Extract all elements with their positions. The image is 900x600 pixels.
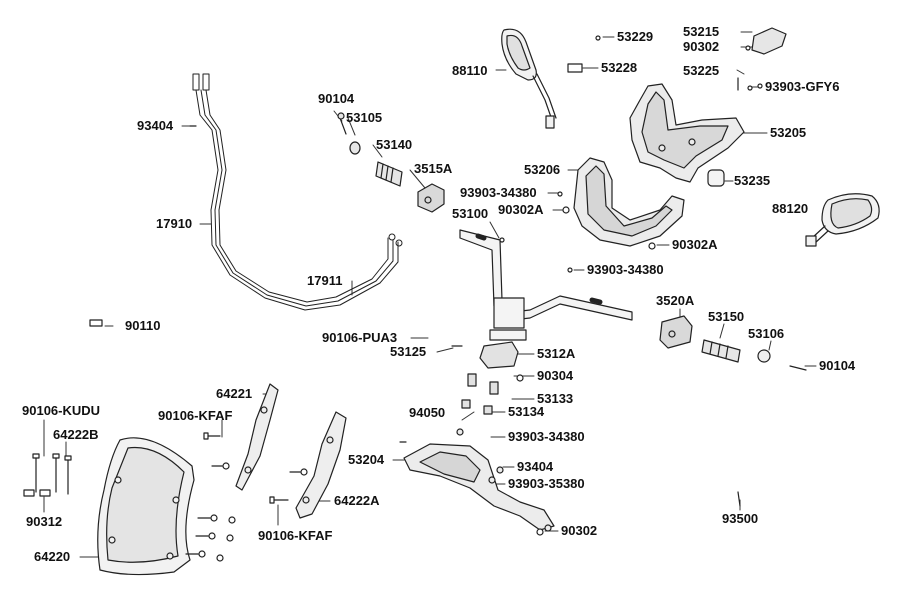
part-label: 5312A (537, 346, 576, 361)
part-label: 90302A (672, 237, 718, 252)
part-label: 90106-KFAF (258, 528, 333, 543)
clamp-stack (451, 341, 519, 415)
part-label: 3520A (656, 293, 695, 308)
left-grip (337, 112, 403, 187)
part-label: 53106 (748, 326, 785, 341)
part-label: 93903-GFY6 (765, 79, 840, 94)
part-label: 93404 (517, 459, 554, 474)
part-label: 93903-34380 (508, 429, 585, 444)
part-label: 53225 (683, 63, 720, 78)
part-label: 90106-PUA3 (322, 330, 398, 345)
part-label: 53150 (708, 309, 745, 324)
upper-handle-cover (629, 83, 745, 183)
part-label: 64222B (53, 427, 99, 442)
handlebar (459, 229, 633, 341)
part-label: 53204 (348, 452, 385, 467)
windscreen (97, 437, 195, 576)
part-label: 53229 (617, 29, 654, 44)
part-label: 53134 (508, 404, 545, 419)
lower-handle-cover (573, 157, 685, 247)
left-mirror (501, 28, 557, 129)
part-label: 17910 (156, 216, 193, 231)
windscreen-bracket-left (235, 383, 279, 491)
part-label: 64221 (216, 386, 253, 401)
part-label: 53105 (346, 110, 383, 125)
part-label: 3515A (414, 161, 453, 176)
part-label: 88120 (772, 201, 809, 216)
part-label: 90302 (561, 523, 598, 538)
throttle-cables (192, 73, 403, 311)
part-label: 53215 (683, 24, 720, 39)
part-label: 93903-34380 (587, 262, 664, 277)
part-label: 90106-KUDU (22, 403, 101, 418)
part-label: 64222A (334, 493, 380, 508)
part-label: 53133 (537, 391, 574, 406)
part-label: 53206 (524, 162, 561, 177)
part-label: 64220 (34, 549, 71, 564)
part-label: 94050 (409, 405, 446, 420)
windscreen-bracket-right (295, 411, 347, 519)
right-switch-and-grip (659, 315, 807, 371)
part-label: 93903-34380 (460, 185, 537, 200)
part-label: 53140 (376, 137, 413, 152)
part-label: 53235 (734, 173, 771, 188)
part-label: 93903-35380 (508, 476, 585, 491)
part-label: 17911 (307, 273, 343, 288)
fasteners (23, 27, 787, 562)
part-label: 53228 (601, 60, 638, 75)
part-label: 88110 (452, 63, 488, 78)
part-label: 53100 (452, 206, 489, 221)
part-label: 90104 (819, 358, 856, 373)
part-label: 90104 (318, 91, 355, 106)
part-label: 90304 (537, 368, 574, 383)
part-label: 53125 (390, 344, 427, 359)
part-label: 90312 (26, 514, 63, 529)
lower-bracket (403, 428, 555, 532)
part-label: 90106-KFAF (158, 408, 233, 423)
part-label: 90302 (683, 39, 720, 54)
part-label: 53205 (770, 125, 807, 140)
part-label: 93404 (137, 118, 174, 133)
right-mirror (805, 193, 880, 247)
left-switch (417, 183, 445, 213)
part-label: 90110 (125, 318, 161, 333)
part-label: 93500 (722, 511, 759, 526)
part-label: 90302A (498, 202, 544, 217)
